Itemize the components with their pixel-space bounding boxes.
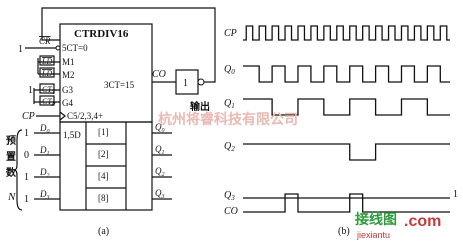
signal-label: Q2 (224, 141, 235, 153)
caption-b: (b) (338, 226, 350, 237)
ld-box-1 (39, 55, 55, 66)
data-input-label: D0 (39, 123, 50, 135)
site-logo: 接线图 .com jiexiantu (355, 211, 441, 240)
wave-2 (243, 98, 450, 116)
cr-label: CR (39, 36, 51, 46)
ct-box-2 (39, 95, 55, 106)
cr-tie-high: 1 (18, 44, 23, 55)
data-label-1sd: 1,5D (63, 130, 81, 140)
data-input-value: 1 (24, 194, 29, 205)
gate-bubble (197, 78, 205, 86)
preset-var: N (7, 191, 16, 203)
preset-char-1: 预 (6, 135, 16, 147)
watermark-text: 杭州将睿科技有限公司 (158, 111, 298, 128)
ct-label-1: CTT (42, 85, 56, 96)
data-input-value: 1 (24, 128, 29, 139)
caption-a: (a) (98, 226, 109, 237)
data-input-label: D3 (39, 189, 50, 201)
circuit-schematic: CTRDIV16 1 CR 5CT=0 LD LD M1 M2 1 CTT CT… (6, 7, 216, 237)
ct-box-1 (39, 83, 55, 94)
ld-box-2 (39, 67, 55, 78)
pin-c5: C5/2,3,4+ (67, 111, 103, 121)
timing-waves (243, 25, 450, 213)
logo-title: 接线图 (355, 211, 397, 228)
weight-label: [4] (98, 171, 109, 181)
logo-url: jiexiantu (356, 230, 390, 240)
preset-char-3: 数 (6, 166, 17, 179)
wave-1 (243, 65, 450, 83)
ld-label-1: LD (41, 57, 52, 66)
signal-label: Q3 (224, 190, 235, 202)
ct-label-2: CTP (42, 97, 56, 108)
preset-char-2: 置 (6, 151, 16, 163)
q3-level: 1 (453, 189, 458, 200)
data-input-label: D2 (39, 167, 50, 179)
signal-label: CO (224, 206, 238, 217)
data-input-value: 1 (24, 172, 29, 183)
feedback-wire (41, 7, 216, 83)
pin-g3: G3 (62, 85, 73, 95)
ld-label-2: LD (41, 69, 52, 78)
cr-bubble (55, 45, 61, 51)
pin-m1: M1 (62, 57, 75, 67)
output-label: 输出 (190, 100, 210, 113)
pin-co: 3CT=15 (104, 80, 135, 90)
data-input-label: D1 (39, 145, 50, 157)
signal-label: CP (224, 28, 237, 39)
co-label: CO (152, 69, 166, 80)
wave-co (243, 193, 450, 213)
chip-title: CTRDIV16 (74, 28, 129, 40)
q-output-label: Q3 (155, 188, 165, 200)
weight-label: [1] (98, 127, 109, 137)
weight-label: [8] (98, 193, 109, 203)
pin-g4: G4 (62, 98, 73, 108)
pin-5ct0: 5CT=0 (62, 43, 88, 53)
wave-cp (243, 25, 450, 41)
gate-symbol: 1 (183, 78, 188, 89)
q-output-label: Q1 (155, 144, 165, 156)
signal-label: Q1 (224, 98, 235, 110)
data-section (59, 121, 153, 211)
q-output-label: Q2 (155, 166, 165, 178)
ct-tie-high: 1 (28, 85, 33, 96)
pin-m2: M2 (62, 70, 75, 80)
weight-label: [2] (98, 149, 109, 159)
cp-label: CP (22, 111, 35, 122)
data-input-value: 0 (24, 150, 29, 161)
wave-q2 (243, 143, 450, 161)
signal-label: Q0 (224, 64, 235, 76)
q-output-label: Q0 (155, 122, 165, 134)
logo-dot-com: .com (404, 213, 441, 230)
preset-brace (13, 129, 23, 211)
clock-triangle (59, 111, 66, 121)
